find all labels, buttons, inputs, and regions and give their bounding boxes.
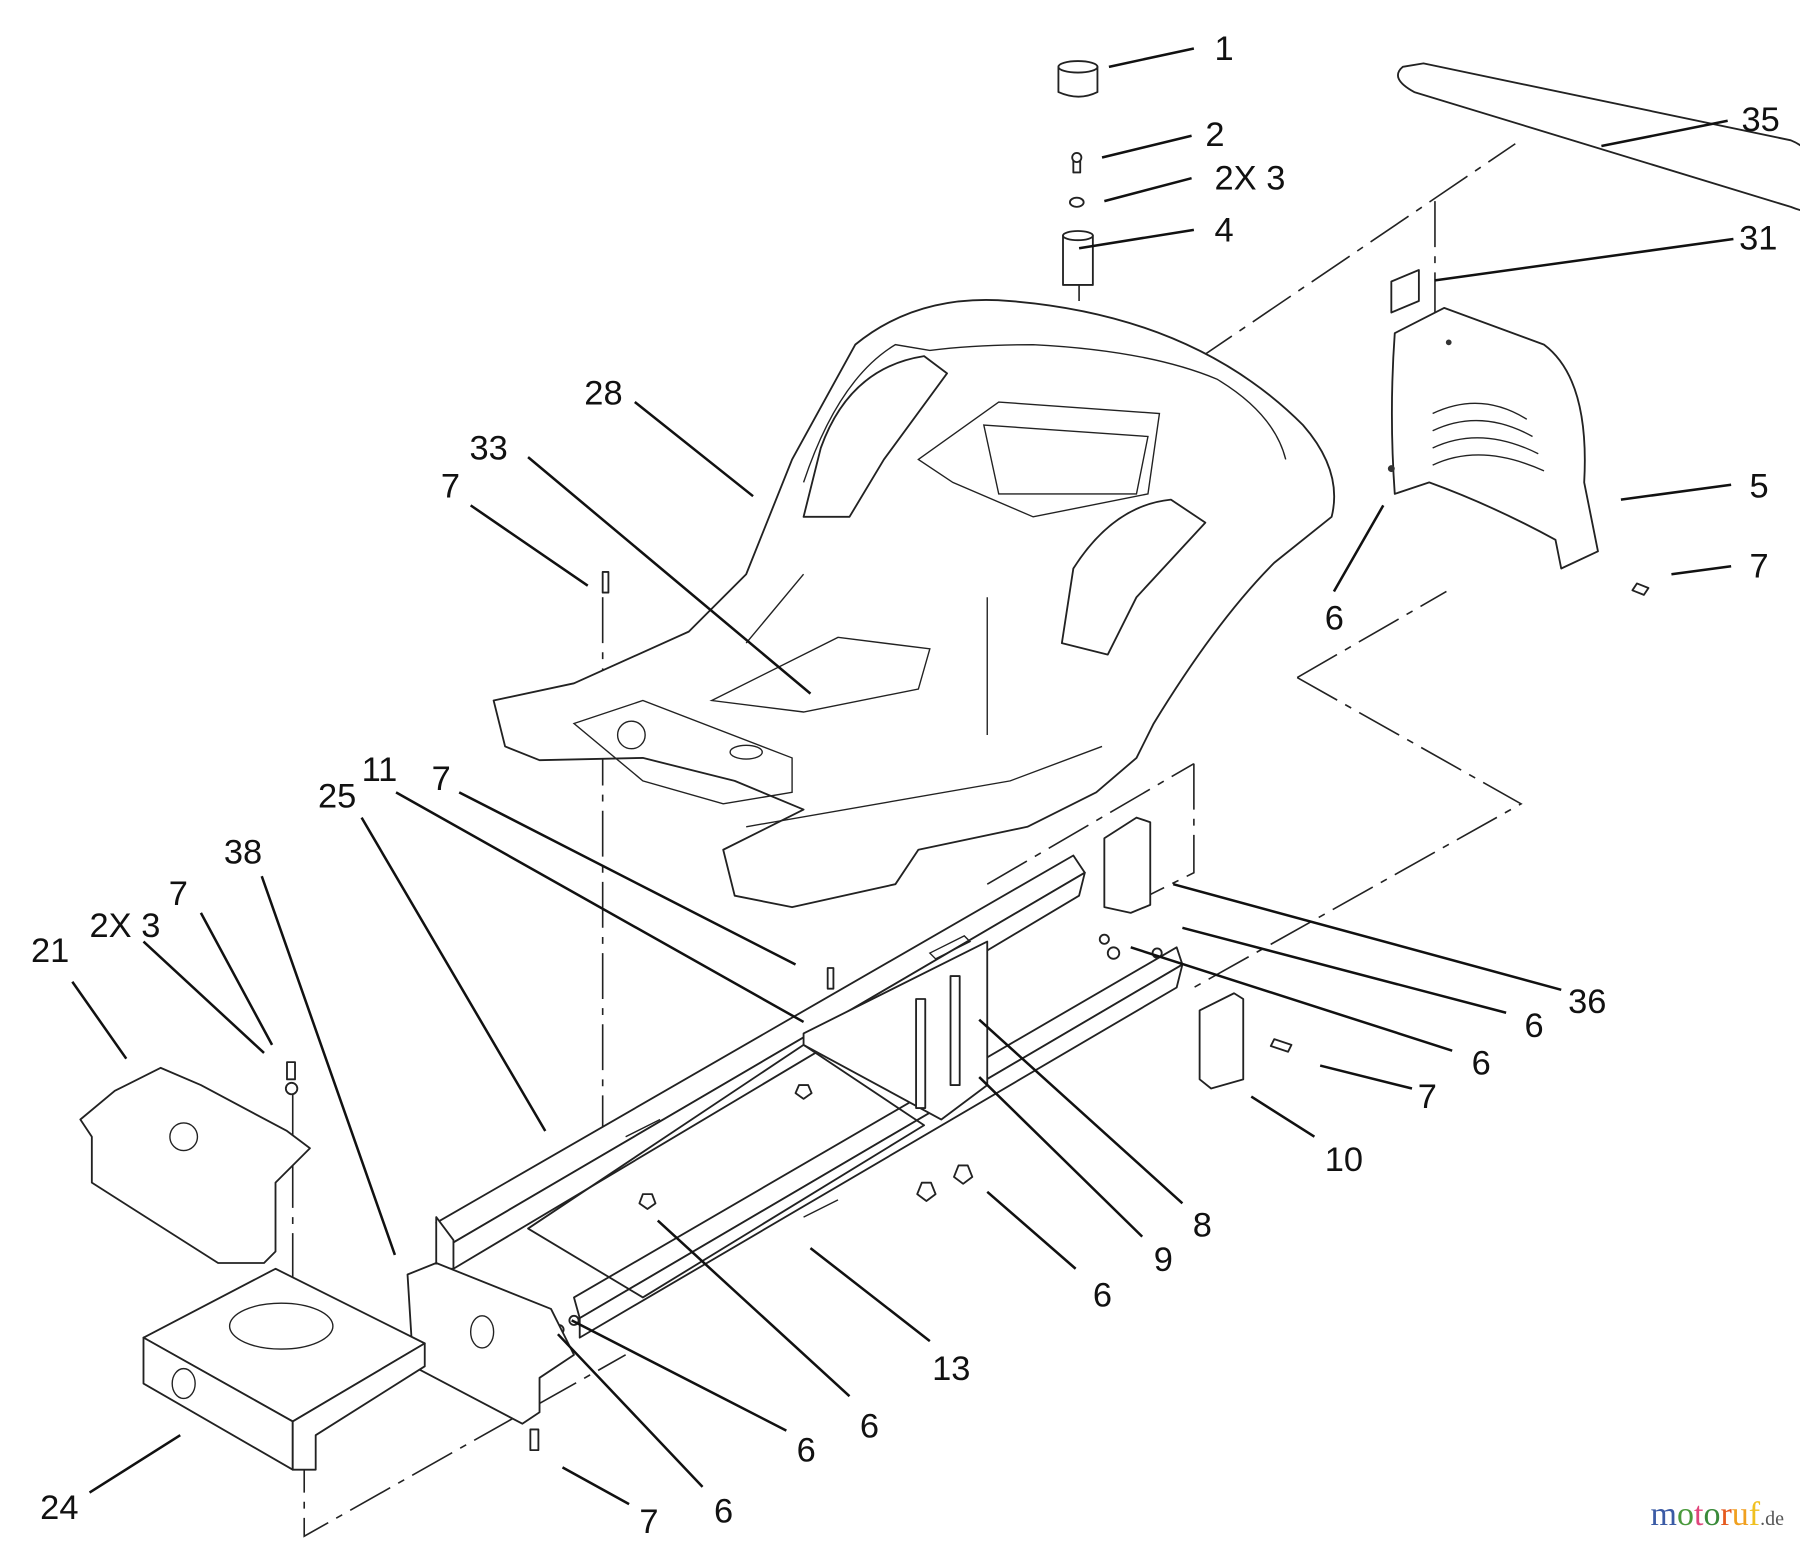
callout-36: 36 [1568,983,1606,1021]
callout-5: 5 [1749,467,1768,505]
callout-6: 6 [797,1432,816,1470]
callout-35: 35 [1741,101,1779,139]
callout-7: 7 [1749,548,1768,586]
watermark-suffix: .de [1760,1508,1784,1530]
decal-31 [1390,269,1420,314]
callout-2: 2 [1205,116,1224,154]
callout-6: 6 [1093,1277,1112,1315]
callout-9: 9 [1154,1241,1173,1279]
bracket-10 [1198,992,1245,1090]
callout-3: 2X 3 [1215,160,1286,198]
callout-7: 7 [169,875,188,913]
callout-25: 25 [318,777,356,815]
cover-21 [79,1066,311,1264]
watermark-letter: o [1677,1496,1694,1533]
callout-10: 10 [1325,1141,1363,1179]
knob-and-spacer [1057,60,1099,286]
watermark-letter: u [1731,1496,1749,1533]
watermark-letters: motoruf [1651,1496,1761,1534]
callout-24: 24 [40,1489,78,1527]
watermark-letter: r [1720,1496,1732,1533]
callout-6: 6 [714,1492,733,1530]
watermark-logo: motoruf.de [1651,1496,1784,1534]
callout-31: 31 [1739,219,1777,257]
decal-35 [1397,62,1800,211]
callout-3: 2X 3 [90,907,161,945]
callout-38: 38 [224,834,262,872]
watermark-letter: m [1650,1496,1677,1533]
frame-rails [435,571,1184,1339]
mount-24 [142,1267,426,1471]
callout-7: 7 [1418,1078,1437,1116]
callout-7: 7 [441,467,460,505]
fender-pan-28 [492,299,1336,909]
callout-6: 6 [1472,1045,1491,1083]
callout-6: 6 [860,1408,879,1446]
callout-13: 13 [932,1350,970,1388]
callout-7: 7 [639,1503,658,1541]
callout-11: 11 [362,751,398,789]
watermark-letter: f [1748,1496,1761,1533]
callout-4: 4 [1215,211,1234,249]
callout-6: 6 [1325,599,1344,637]
callout-21: 21 [31,932,69,970]
cover-21-hole [169,1122,199,1152]
callout-28: 28 [584,374,622,412]
callout-6: 6 [1524,1007,1543,1045]
leader-lines [71,47,1734,1506]
watermark-letter: o [1703,1496,1721,1533]
bracket-36 [1103,816,1152,914]
callout-7: 7 [432,760,451,798]
watermark-letter: t [1694,1496,1704,1533]
callout-1: 1 [1215,30,1234,68]
callout-labels: 1 2 2X 3 4 35 31 28 33 7 5 7 6 11 25 7 3… [31,30,1780,1541]
callout-33: 33 [470,429,508,467]
callout-8: 8 [1193,1207,1212,1245]
rear-guard-5 [1387,306,1650,596]
